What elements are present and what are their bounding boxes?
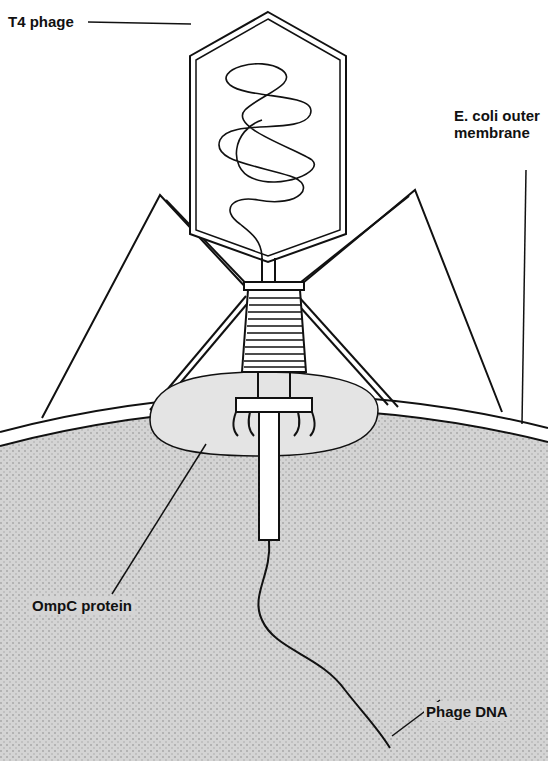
sheath-rings xyxy=(244,298,305,367)
tail-sheath xyxy=(242,290,306,372)
part-label: Phage DNA xyxy=(424,702,510,721)
part-label: E. coli outer membrane xyxy=(452,106,544,143)
part-label: OmpC protein xyxy=(30,596,134,615)
collar xyxy=(244,282,304,290)
cell-interior xyxy=(0,409,548,761)
phage-head xyxy=(190,12,346,262)
packaged-dna xyxy=(219,64,314,258)
part-label: T4 phage xyxy=(6,12,76,31)
tail-tube xyxy=(259,412,279,540)
injected-dna xyxy=(258,540,390,748)
